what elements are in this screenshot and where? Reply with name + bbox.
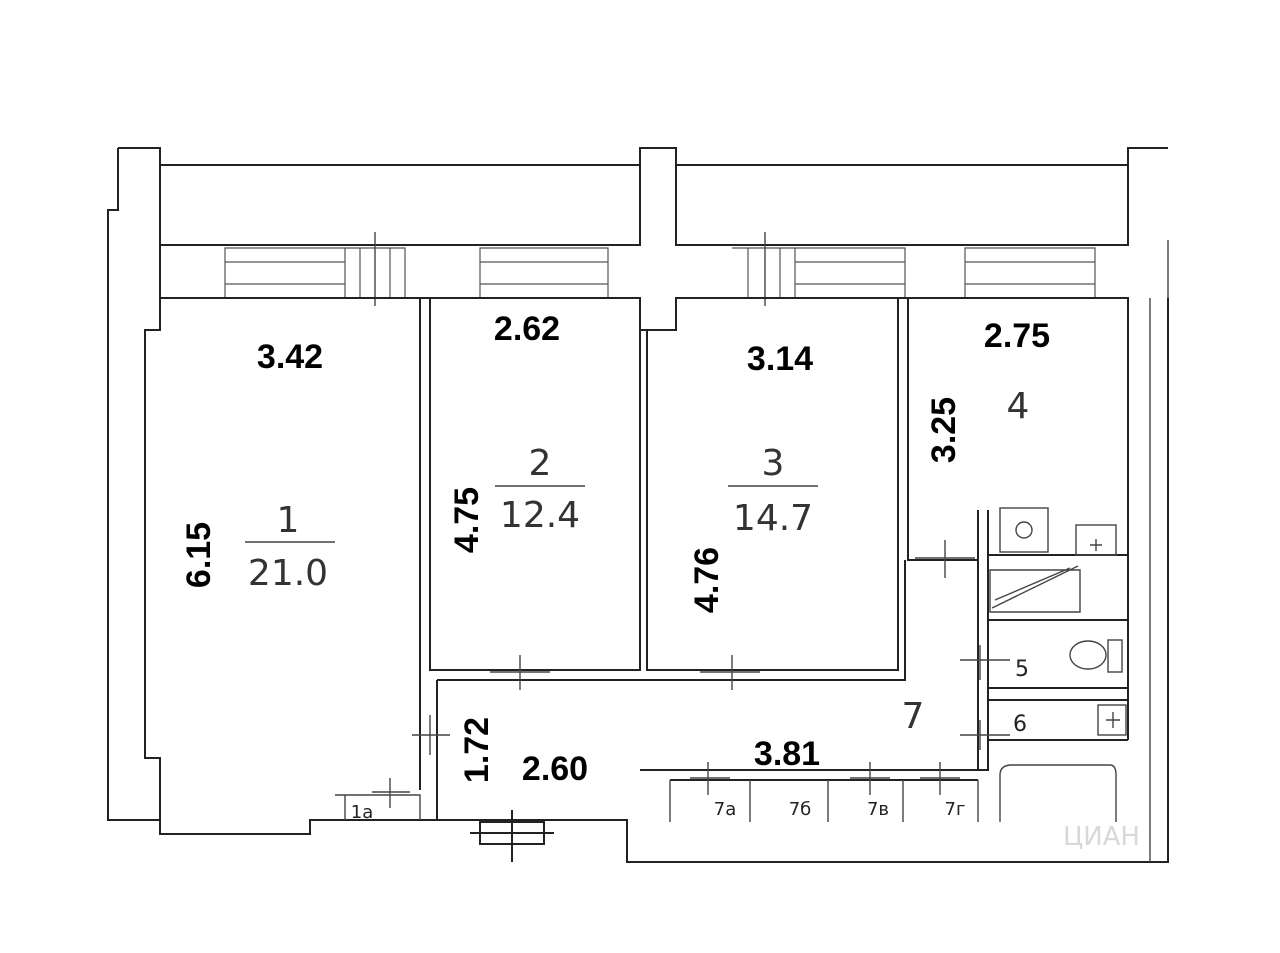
windows [224, 232, 1096, 306]
bathtub-icon [999, 764, 1117, 822]
closet-1a: 1а [351, 802, 373, 823]
room1-area: 21.0 [248, 553, 328, 594]
room1-length: 6.15 [180, 522, 218, 588]
room3-area: 14.7 [733, 498, 813, 539]
room3-length: 4.76 [688, 547, 726, 613]
closet-7v: 7в [867, 799, 889, 820]
room2-area: 12.4 [500, 495, 580, 536]
room4-length: 3.25 [925, 397, 963, 463]
room2-length: 4.75 [448, 487, 486, 553]
closet-7a: 7а [714, 799, 736, 820]
room3-number: 3 [762, 443, 785, 484]
counter-icon [989, 565, 1081, 613]
watermark: ЦИАН [1063, 822, 1140, 852]
room2-width: 2.62 [494, 310, 560, 348]
interior-walls [160, 297, 1129, 822]
closet-7g: 7г [945, 799, 966, 820]
corridor-width: 3.81 [754, 735, 820, 773]
room6-number: 6 [1013, 712, 1027, 737]
closet-7b: 7б [789, 799, 812, 820]
hall-length: 1.72 [458, 717, 496, 783]
room4-number: 4 [1007, 386, 1030, 427]
room1-number: 1 [277, 500, 300, 541]
toilet-icon [1069, 640, 1107, 670]
room2-number: 2 [529, 443, 552, 484]
room3-width: 3.14 [747, 340, 813, 378]
washbasin-icon [1097, 704, 1127, 736]
room1-width: 3.42 [257, 338, 323, 376]
stove-icon [1075, 524, 1117, 556]
outer-walls [107, 147, 1169, 863]
door-marks [372, 540, 1010, 862]
room5-number: 5 [1015, 657, 1029, 682]
hall-width: 2.60 [522, 750, 588, 788]
room4-width: 2.75 [984, 317, 1050, 355]
room7-number: 7 [902, 696, 925, 737]
fixtures [989, 507, 1127, 822]
sink-icon [999, 507, 1049, 553]
